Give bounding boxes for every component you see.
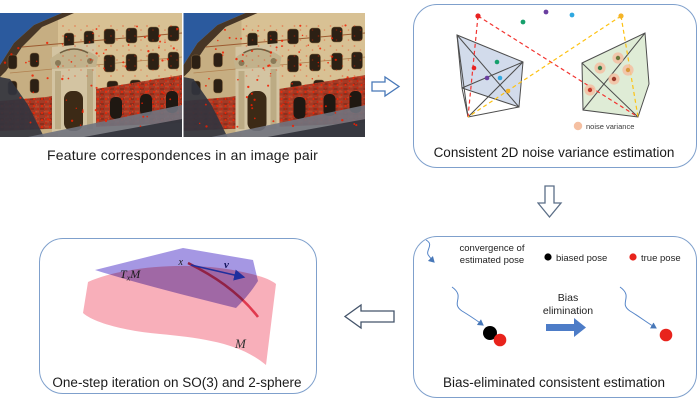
feature-points-left (3, 25, 179, 128)
unbiased-convergence-path-icon (619, 286, 657, 329)
noise-variance-panel: noise variance Consistent 2D noise varia… (413, 4, 697, 168)
tangent-M: M (129, 267, 141, 281)
bias-elimination-arrow-icon (546, 318, 586, 337)
right-plane-noisy-points (584, 52, 634, 96)
tangent-vector-icon (190, 264, 246, 281)
bias-elimination-panel: convergence of estimated pose biased pos… (413, 236, 697, 398)
world-point-blue (569, 12, 575, 18)
manifold-panel-caption: One-step iteration on SO(3) and 2-sphere (52, 375, 301, 390)
bias-panel-caption: Bias-eliminated consistent estimation (443, 375, 665, 390)
legend-convergence-line1: convergence of (460, 243, 525, 254)
noise-variance-legend-icon (573, 121, 583, 131)
biased-pose-legend-icon (544, 253, 552, 261)
point-x-label: x (178, 257, 184, 268)
tangent-plane (95, 248, 258, 308)
noise-panel-caption: Consistent 2D noise variance estimation (434, 145, 675, 160)
left-camera-frustum-icon (456, 34, 524, 118)
true-pose-dot-left (493, 333, 507, 347)
building-photo-right (182, 13, 365, 137)
tangent-space-label: TxM (120, 267, 141, 283)
process-label-line1: Bias (558, 292, 578, 304)
tangent-T: T (120, 267, 128, 281)
convergence-path-legend-icon (425, 239, 435, 263)
world-points (475, 9, 624, 25)
true-pose-legend-icon (629, 253, 637, 261)
biased-pose-dot (483, 326, 497, 340)
feature-points-right (198, 24, 358, 128)
flow-arrow-left-icon (343, 303, 395, 330)
manifold-scene: x v TxM M One-step iteration on SO(3) an… (52, 248, 302, 390)
biased-convergence-path-icon (451, 286, 484, 326)
manifold-panel: x v TxM M One-step iteration on SO(3) an… (39, 238, 317, 394)
noise-variance-legend-label: noise variance (586, 122, 634, 131)
world-point-red (475, 13, 481, 19)
bias-scene: convergence of estimated pose biased pos… (425, 239, 681, 390)
world-point-yellow (618, 13, 624, 19)
flow-arrow-right-icon (371, 75, 401, 98)
left-plane-points (471, 59, 511, 94)
world-point-purple (543, 9, 549, 15)
process-label-line2: elimination (543, 305, 593, 317)
photo-caption: Feature correspondences in an image pair (46, 147, 319, 163)
frustum-scene: noise variance Consistent 2D noise varia… (434, 9, 675, 160)
building-photo-left (0, 13, 183, 137)
legend-true-label: true pose (641, 253, 681, 264)
image-pair (0, 13, 365, 137)
legend-biased-label: biased pose (556, 253, 607, 264)
flow-arrow-down-icon (537, 185, 563, 219)
true-pose-dot-right (659, 328, 673, 342)
manifold-label: M (234, 336, 247, 351)
tangent-sub: x (126, 274, 131, 283)
legend-convergence-line2: estimated pose (460, 255, 524, 266)
world-point-green (520, 19, 526, 25)
vector-v-label: v (224, 259, 229, 271)
